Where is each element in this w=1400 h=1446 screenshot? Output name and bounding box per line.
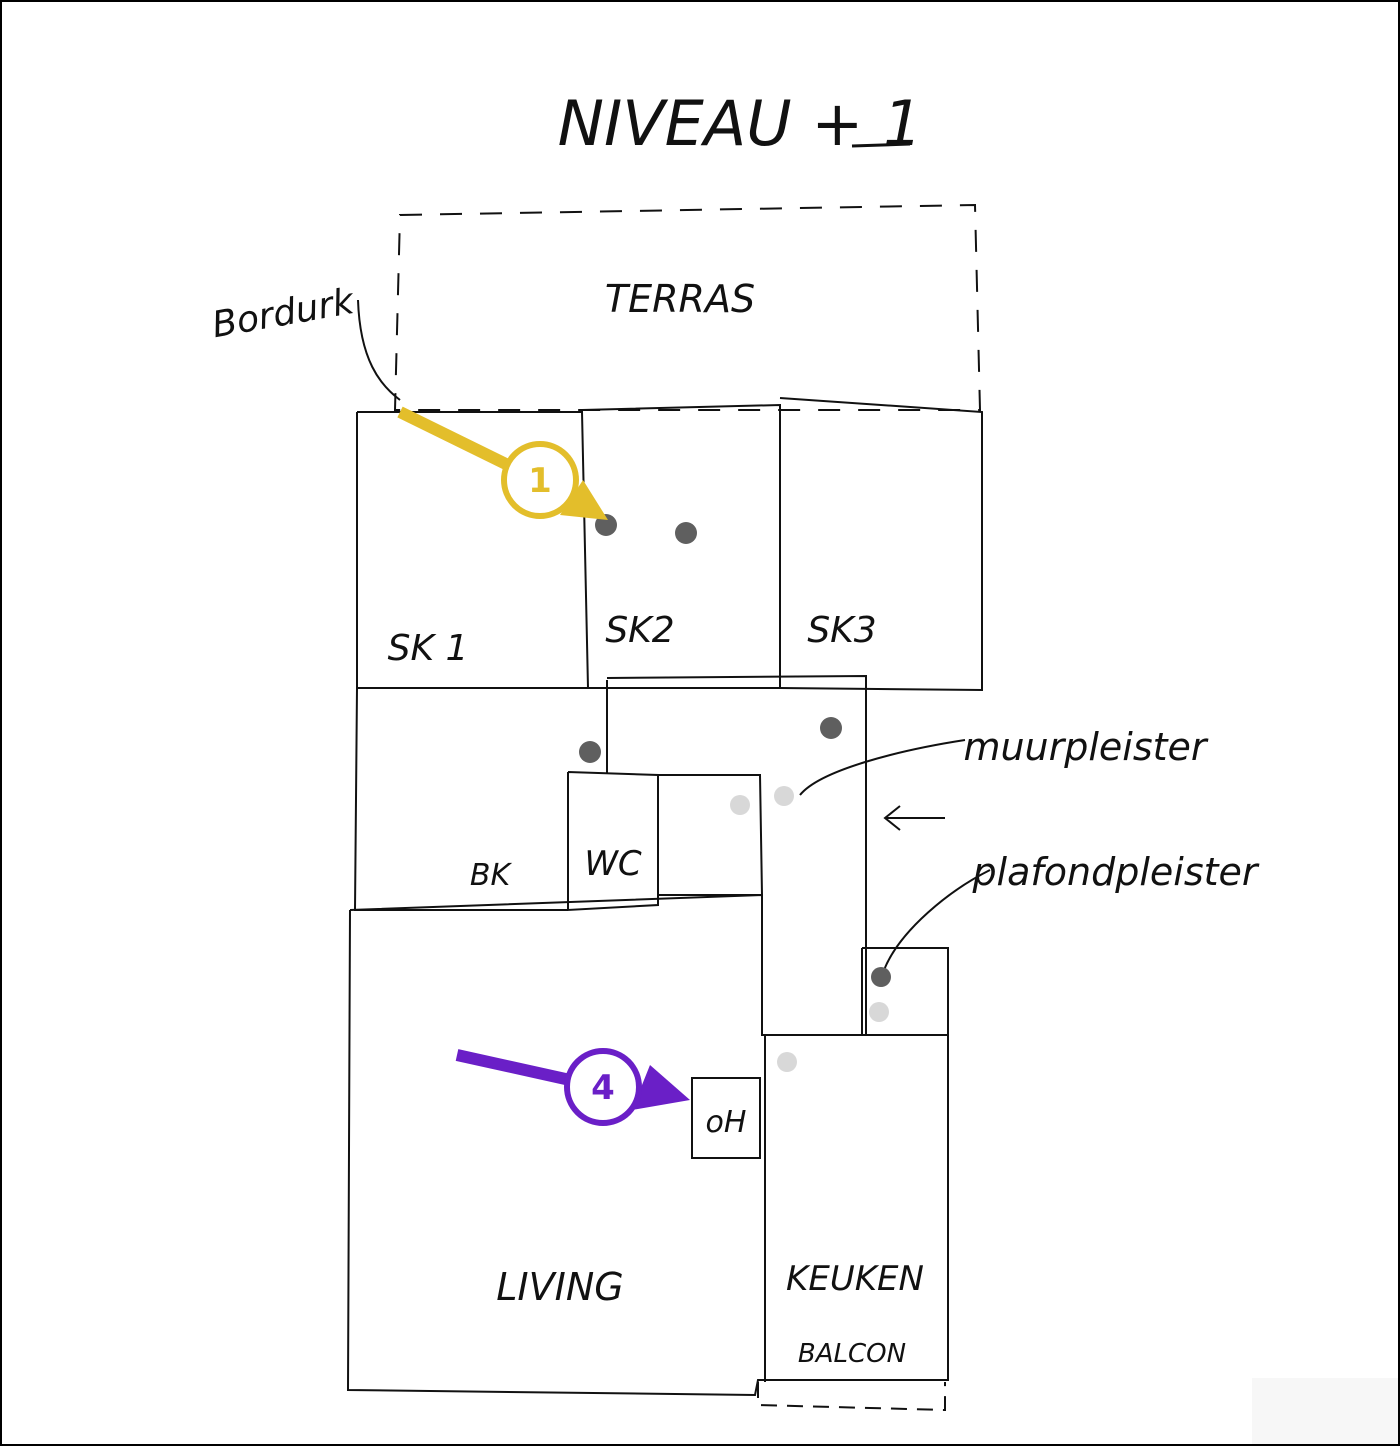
dot-dark [595,514,617,536]
marker-1[interactable]: 1 [397,406,608,520]
terras-label: TERRAS [605,277,755,321]
bottom-right-shade [1252,1378,1398,1444]
lower-rooms [346,893,949,1412]
muurpleister-annotation: muurpleister [963,725,1208,769]
muurpleister-leader [799,739,966,796]
marker-4-label: 4 [591,1068,615,1108]
balcon-label: BALCON [798,1339,906,1369]
bedroom-row [356,397,983,692]
dot-dark [579,741,601,763]
keuken-label: KEUKEN [786,1259,924,1299]
sk1-label: SK 1 [388,628,469,669]
bordurk-leader [357,299,401,401]
page-title: NIVEAU + 1 [558,87,923,160]
dot-dark [871,967,891,987]
plafondpleister-annotation: plafondpleister [971,850,1259,894]
wc-label: WC [584,844,642,884]
plafondpleister-leader [883,869,991,971]
dot-dark [820,717,842,739]
marker-1-label: 1 [528,461,552,501]
sk2-label: SK2 [605,610,674,651]
marker-1-badge [501,441,579,519]
dot-light [730,795,750,815]
dot-dark [675,522,697,544]
dot-light [869,1002,889,1022]
marker-4-badge [564,1048,642,1126]
of-label: oH [706,1105,747,1140]
dot-light [777,1052,797,1072]
dot-light [774,786,794,806]
title-underline [851,142,911,148]
arrow-annotation [883,805,945,831]
bk-label: BK [470,858,513,893]
marker-4[interactable]: 4 [455,1048,690,1126]
sk3-label: SK3 [807,610,876,651]
plaster-dots [579,514,891,1072]
living-label: LIVING [496,1265,623,1309]
terras-outline [393,203,982,411]
